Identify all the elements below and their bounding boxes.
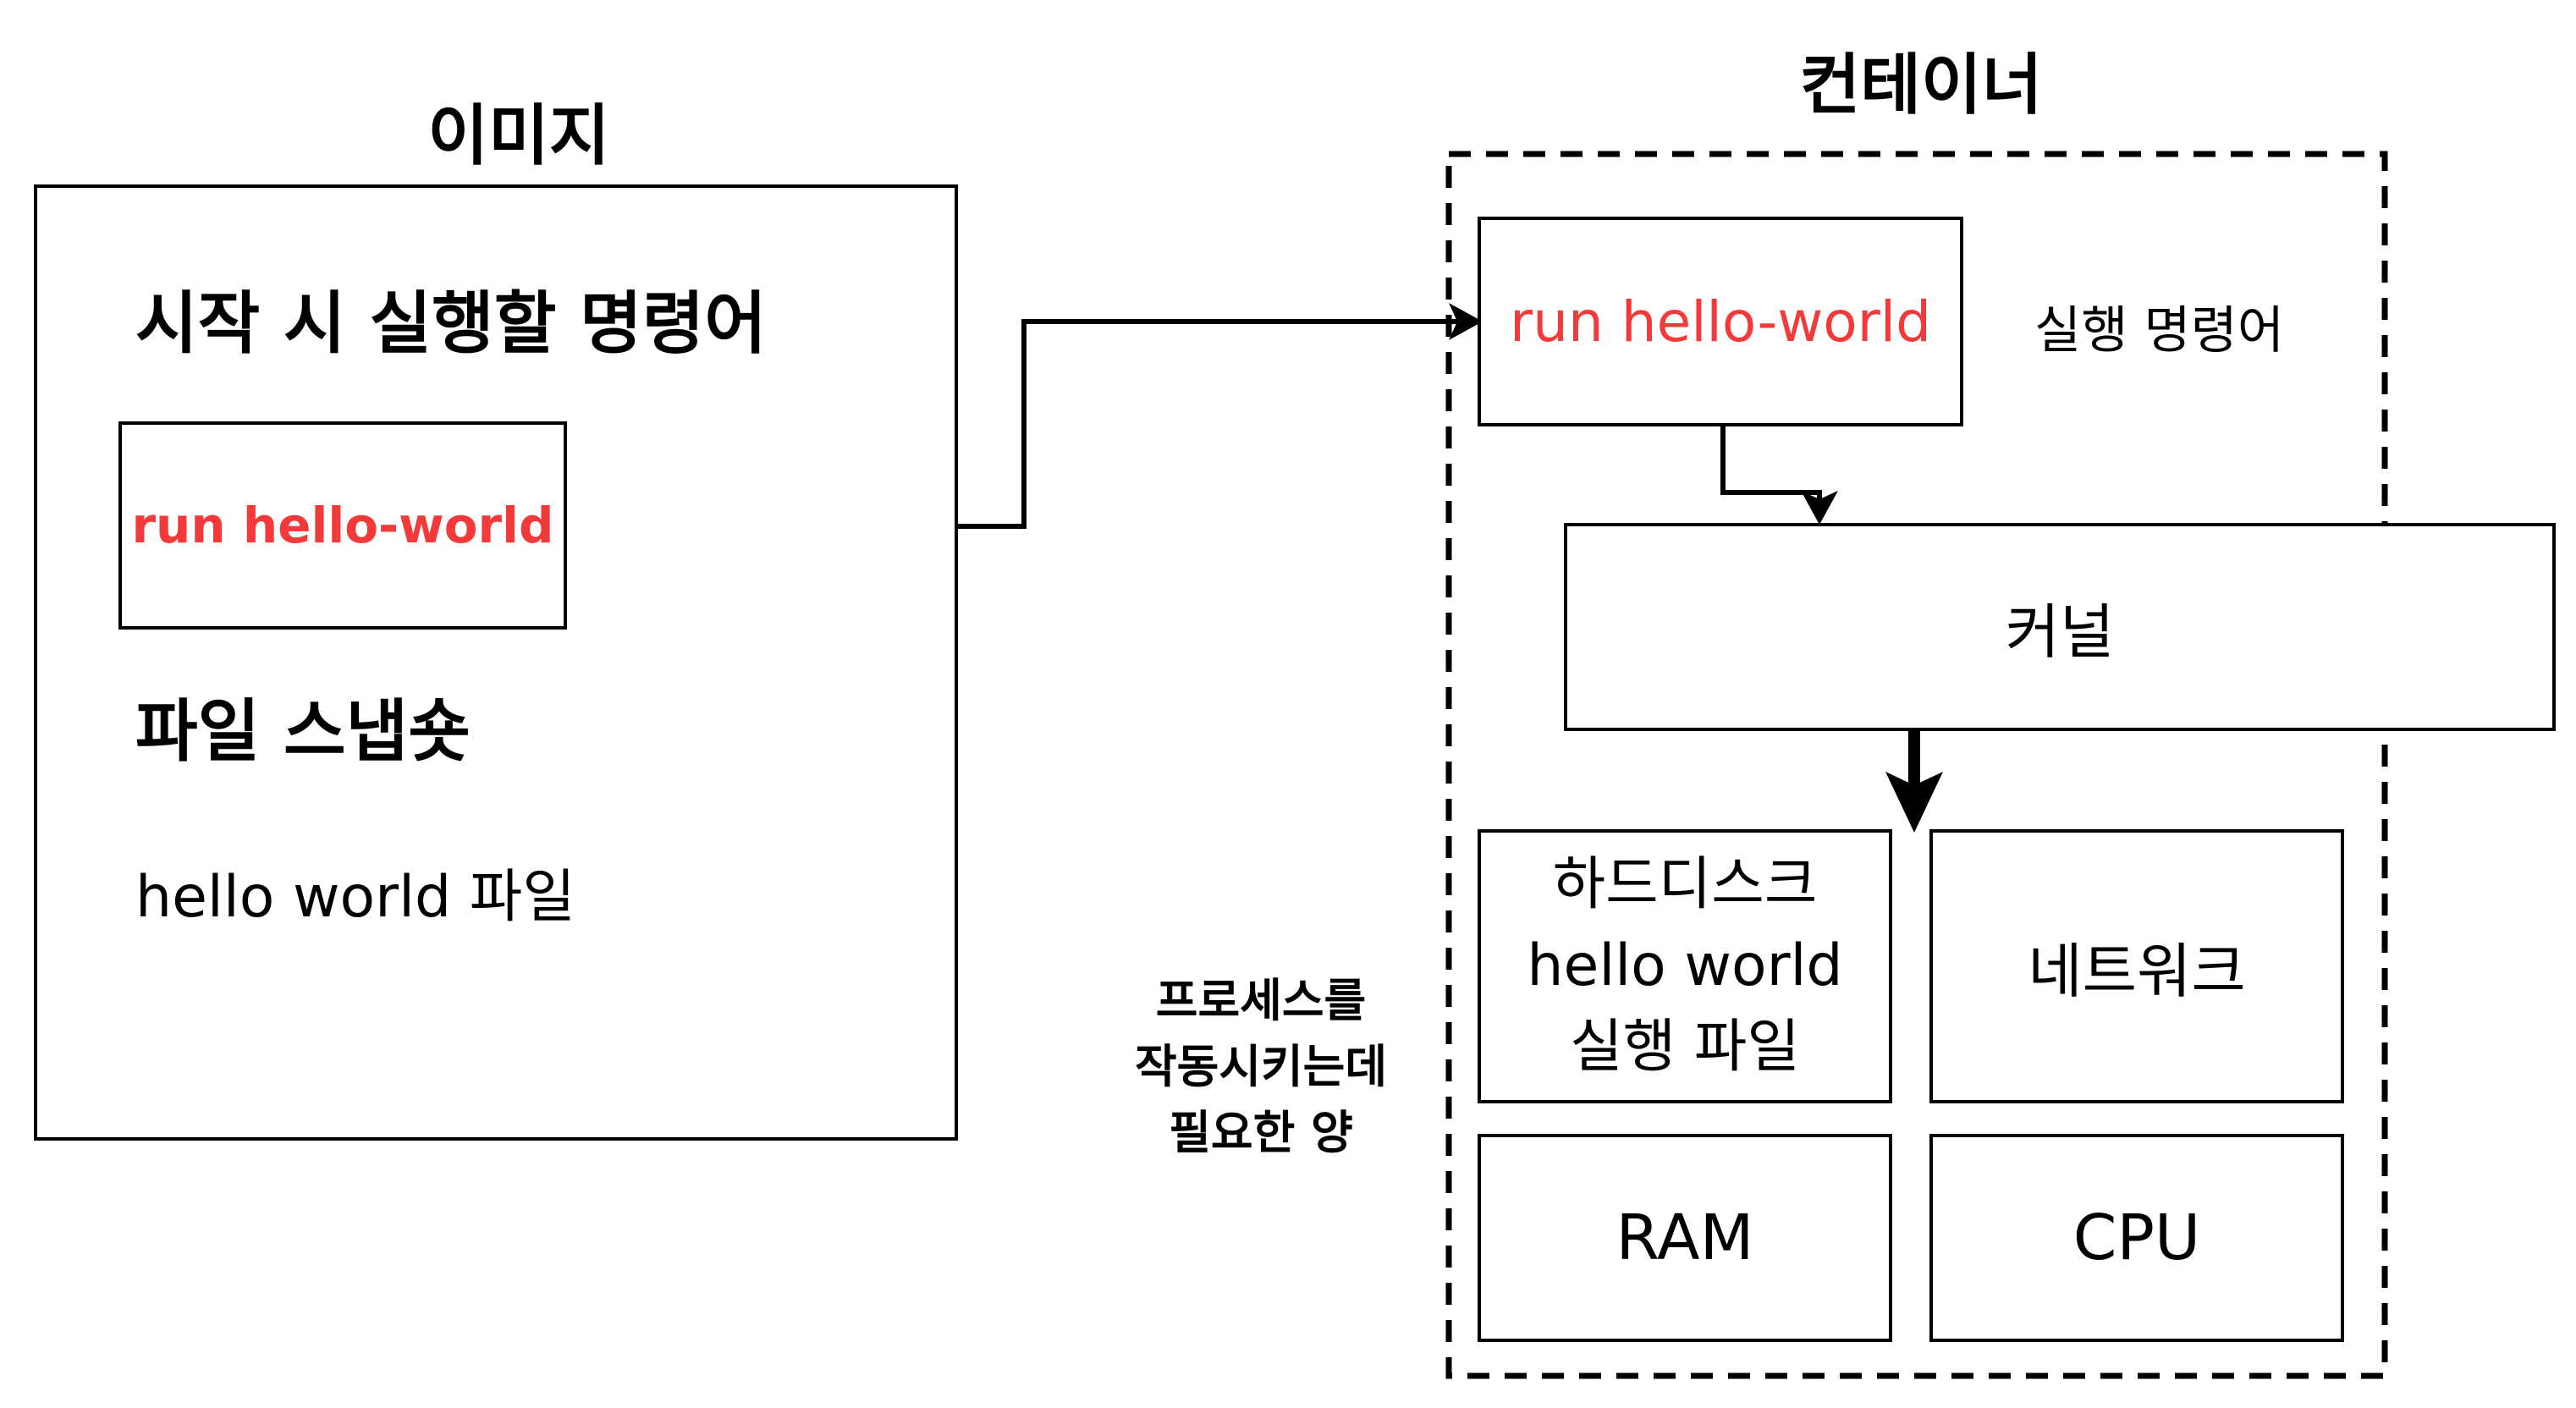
image-to-container-arrowhead — [1449, 303, 1483, 340]
snapshot-heading: 파일 스냅숏 — [135, 692, 471, 771]
side-note-line-3: 필요한 양 — [1169, 1106, 1353, 1159]
container-command-text: run hello-world — [1509, 289, 1932, 355]
ram-label: RAM — [1616, 1202, 1754, 1274]
container-title: 컨테이너 — [1799, 47, 2043, 124]
command-to-kernel-arrow — [1720, 426, 1822, 503]
side-note-line-1: 프로세스를 — [1155, 974, 1367, 1027]
side-note-line-2: 작동시키는데 — [1134, 1040, 1388, 1093]
ram-box: RAM — [1478, 1134, 1892, 1342]
resource-side-note: 프로세스를 작동시키는데 필요한 양 — [1100, 968, 1422, 1166]
cpu-box: CPU — [1929, 1134, 2344, 1342]
command-to-kernel-arrowhead — [1801, 491, 1838, 525]
image-box — [34, 184, 958, 1141]
start-command-heading: 시작 시 실행할 명령어 — [135, 284, 767, 363]
kernel-to-resources-arrowhead — [1885, 772, 1943, 833]
harddisk-file-name: hello world — [1527, 932, 1843, 999]
image-command-box: run hello-world — [118, 421, 567, 630]
image-command-text: run hello-world — [131, 497, 554, 554]
network-label: 네트워크 — [2028, 936, 2246, 1006]
kernel-label: 커널 — [2005, 597, 2115, 667]
harddisk-file-type: 실행 파일 — [1570, 1014, 1800, 1081]
harddisk-box: 하드디스크 hello world 실행 파일 — [1478, 829, 1892, 1103]
command-caption: 실행 명령어 — [2034, 301, 2285, 360]
image-title: 이미지 — [427, 98, 610, 174]
harddisk-label: 하드디스크 — [1552, 851, 1818, 918]
network-box: 네트워크 — [1929, 829, 2344, 1103]
container-dashed-border — [1445, 151, 2388, 1379]
cpu-label: CPU — [2072, 1202, 2201, 1274]
kernel-box: 커널 — [1564, 523, 2556, 731]
container-command-box: run hello-world — [1478, 217, 1963, 426]
snapshot-file-label: hello world 파일 — [135, 864, 575, 931]
